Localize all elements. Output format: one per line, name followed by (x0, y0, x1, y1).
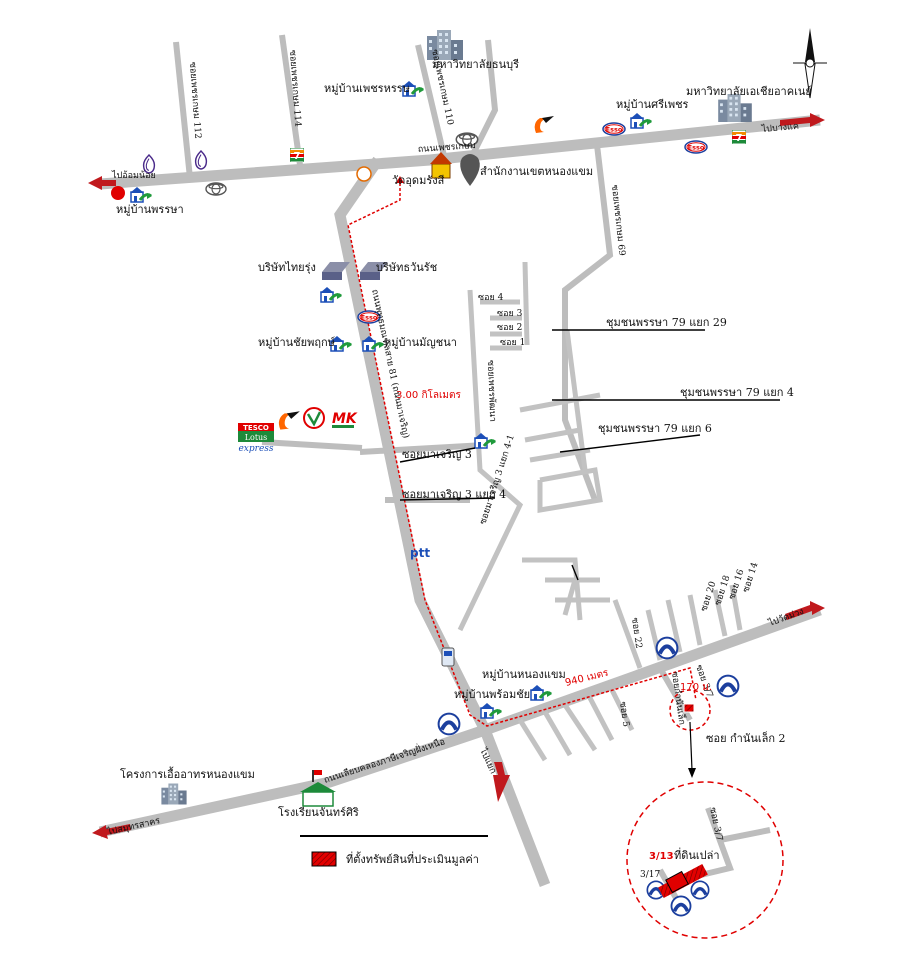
route-line (347, 176, 697, 727)
company-building-icon (322, 262, 350, 280)
label-school: โรงเรียนจันทร์ศิริ (278, 805, 359, 819)
arrow-to-bangkhae (780, 113, 825, 127)
school-icon (300, 770, 336, 807)
label-thairung-company: บริษัทไทยรุ่ง (258, 261, 316, 274)
label-phetcharawan-village: หมู่บ้านเพชรหรรษ (324, 82, 410, 95)
temple-icon (430, 152, 452, 179)
road-label-soi5: ซอย 5 (617, 701, 630, 728)
label-thawanrat-company: บริษัทธวันรัช (376, 261, 437, 274)
road-label-kamnan: ซอยกำนันเล็ก (669, 671, 689, 726)
label-community-29: ชุมชนพรรษา 79 แยก 29 (606, 316, 727, 329)
arrow-to-samutsakhon (92, 824, 131, 839)
road-label-kamnan2: ซอย กำนันเล็ก 2 (706, 731, 786, 745)
label-vacant-land: ที่ดินเปล่า (674, 847, 720, 862)
label-phromchai-village: หมู่บ้านพร้อมชัย (454, 688, 530, 701)
label-distance-3km: 3.00 กิโลเมตร (396, 388, 462, 401)
label-nongkhaem-housing: โครงการเอื้ออาทรหนองแขม (120, 766, 255, 781)
red-marker-icon (111, 186, 125, 200)
road-label-soi22: ซอย 22 (629, 617, 643, 649)
tesco-text: TESCO (243, 424, 269, 432)
mk-text: MK (332, 411, 358, 427)
label-sriphet-village: หมู่บ้านศรีเพชร (616, 98, 689, 111)
express-text: express (238, 444, 273, 454)
legend-text: ที่ตั้งทรัพย์สินที่ประเมินมูลค่า (346, 851, 479, 866)
lotus-text: Lotus (245, 433, 268, 442)
label-community-4: ชุมชนพรรษา 79 แยก 4 (680, 386, 794, 399)
bigc-icon (278, 411, 300, 430)
arrow-to-omnoi (88, 176, 116, 190)
label-soi1: ซอย 1 (500, 338, 525, 348)
kbank-logo-icon (303, 407, 325, 429)
esso-icon (602, 122, 626, 136)
road-label-canal: ถนนเลียบคลองภาษีเจริญฝั่งเหนือ (322, 734, 447, 786)
uturn-icon (437, 712, 461, 736)
site-marker (669, 689, 711, 778)
north-arrow-icon (793, 28, 827, 99)
label-to-omnoi: ไปอ้อมน้อย (111, 170, 156, 181)
factory-building-icon (161, 783, 187, 805)
label-community-6: ชุมชนพรรษา 79 แยก 6 (598, 422, 712, 435)
label-asia-university: มหาวิทยาลัยเอเชียอาคเนย์ (686, 85, 812, 98)
road-label-soi37: ซอย 3/7 (707, 807, 724, 843)
legend: ที่ตั้งทรัพย์สินที่ประเมินมูลค่า (300, 835, 488, 867)
bus-icon (441, 647, 455, 667)
label-district-office: สำนักงานเขตหนองแขม (480, 165, 593, 178)
label-temple: วัดอุดมรังสี (392, 174, 445, 187)
ptt-logo: ptt (410, 546, 430, 560)
arrow-to-watmuang (785, 601, 825, 620)
arrow-to-south (493, 762, 510, 802)
village-icon (530, 684, 552, 702)
company-building-icon (360, 262, 388, 280)
label-soi2: ซอย 2 (497, 323, 522, 333)
label-parcel-313: 3/13 (649, 851, 674, 862)
village-icon (130, 186, 152, 204)
label-pornsiri-village: หมู่บ้านพรรษา (116, 203, 184, 216)
label-manchana-village: หมู่บ้านมัญชนา (384, 336, 457, 349)
label-soi4: ซอย 4 (478, 293, 504, 303)
detail-inset (626, 781, 784, 939)
uturn-icon (690, 880, 710, 900)
direction-arrows (88, 113, 825, 839)
road-label-soi112: ซอยเพชรเกษม 112 (187, 62, 202, 140)
university-building-icon (718, 94, 752, 122)
uturn-icon (655, 636, 679, 660)
label-chaipruek-village: หมู่บ้านชัยพฤกษ์ (258, 336, 335, 349)
label-soi3: ซอย 3 (497, 309, 523, 319)
esso-icon (684, 140, 708, 154)
uturn-icon (716, 674, 740, 698)
village-icon (320, 286, 342, 304)
label-macharoen3-4: ซอยมาเจริญ 3 แยก 4 (402, 488, 506, 501)
road-label-phetkasem: ถนนเพชรเกษม (418, 141, 477, 155)
uturn-icon (670, 895, 692, 917)
garuda-emblem-icon (460, 154, 480, 186)
toyota-icon (205, 182, 227, 196)
label-parcel-317: 3/17 (640, 870, 660, 880)
restaurant-icon (356, 166, 372, 182)
label-thonburi-university: มหาวิทยาลัยธนบุรี (432, 58, 519, 71)
label-to-bangkhae: ไปบางแค (760, 121, 799, 135)
village-icon (480, 702, 502, 720)
label-nongkhaem-village: หมู่บ้านหนองแขม (482, 668, 566, 681)
label-distance-170m: 170 ม. (680, 682, 712, 693)
tesco-lotus-logo: TESCO Lotus express (238, 423, 274, 454)
mk-logo: MK (332, 411, 358, 428)
village-icon (630, 112, 652, 130)
label-to-samutsakhon: ไปสมุทรสาคร (105, 815, 161, 838)
bank-icon (194, 150, 208, 170)
seven-eleven-icon (290, 148, 304, 162)
bigc-icon (534, 116, 554, 133)
seven-eleven-icon (732, 130, 746, 144)
label-macharoen3: ซอยมาเจริญ 3 (402, 448, 472, 461)
legend-swatch (311, 851, 337, 867)
road-label-phetpattana: ซอยเพชรพัฒนา (485, 360, 497, 422)
